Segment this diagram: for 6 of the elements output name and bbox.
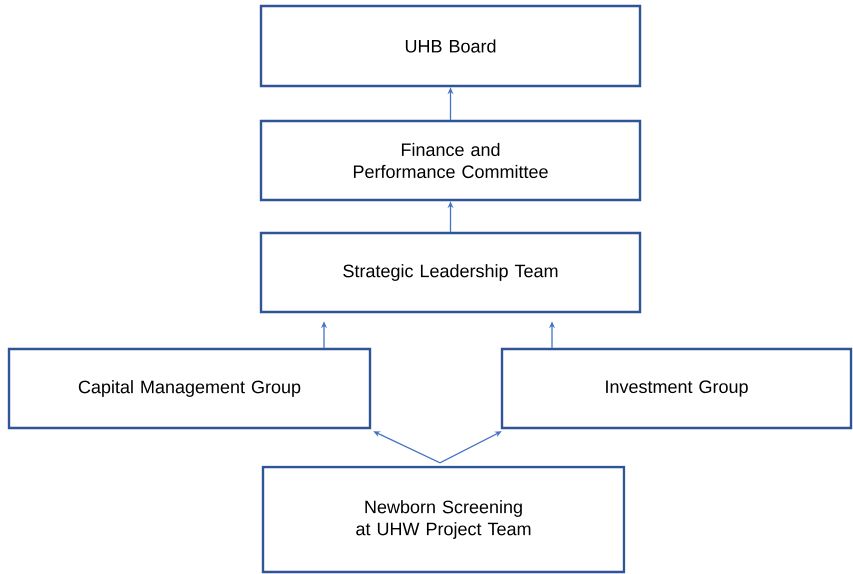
box: UHB Board [260, 4, 642, 88]
box: Strategic Leadership Team [260, 232, 642, 314]
box: Newborn Screening at UHW Project Team [262, 466, 626, 574]
box: Investment Group [500, 348, 852, 430]
box: Finance and Performance Committee [260, 120, 642, 202]
box: Capital Management Group [8, 348, 372, 430]
